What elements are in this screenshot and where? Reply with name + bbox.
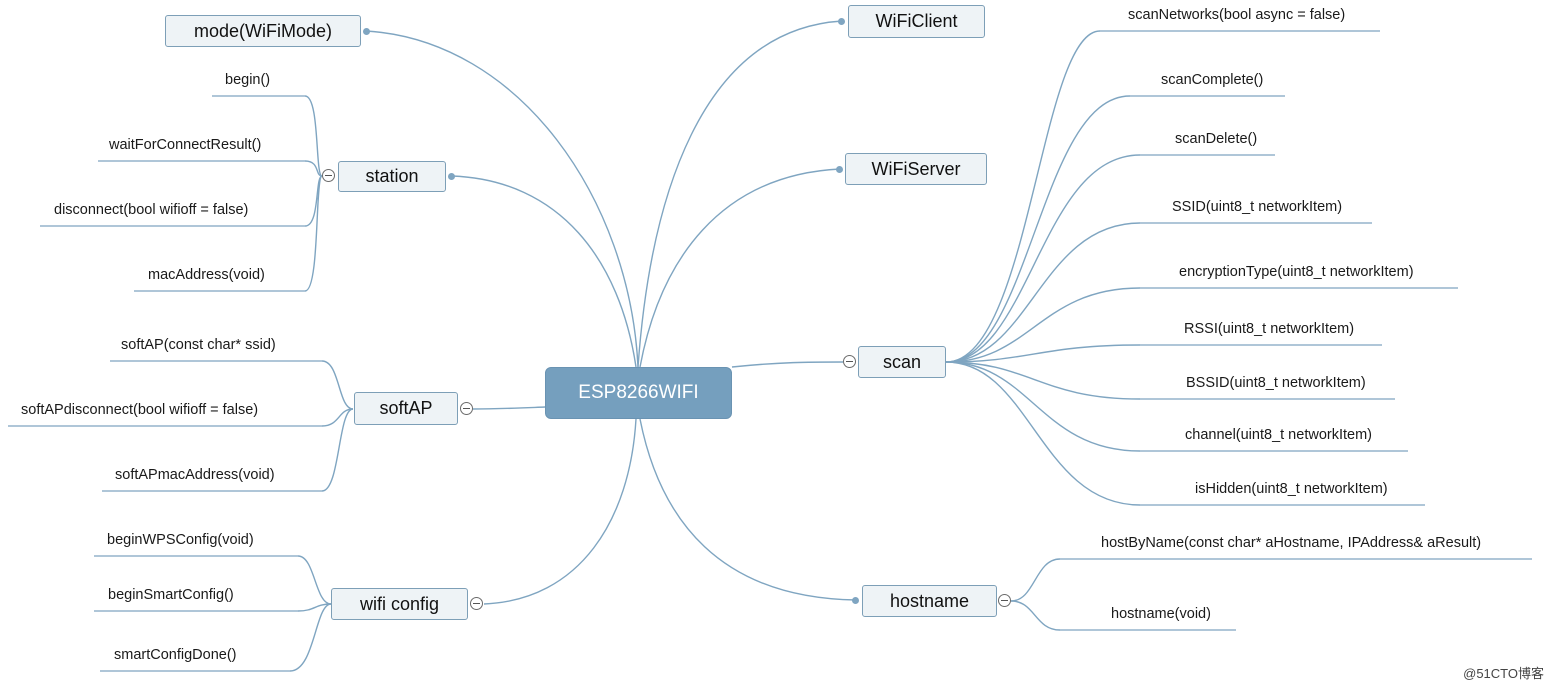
node-wificlient[interactable]: WiFiClient: [848, 5, 985, 38]
leaf-station-0[interactable]: begin(): [225, 72, 271, 88]
connector-dot: [838, 18, 845, 25]
link-scan-leaf-1: [945, 95, 1131, 363]
leaf-hostname-1[interactable]: hostname(void): [1111, 606, 1211, 622]
link-root-wifiserver: [639, 168, 841, 368]
collapse-toggle-station[interactable]: [322, 169, 335, 182]
link-scan-leaf-0: [945, 30, 1101, 363]
link-wificonfig-leaf-0: [297, 555, 332, 605]
leaf-station-1[interactable]: waitForConnectResult(): [109, 137, 262, 153]
leaf-wificonfig-2[interactable]: smartConfigDone(): [114, 647, 237, 663]
link-scan-leaf-2: [945, 154, 1141, 363]
link-root-hostname: [639, 418, 857, 601]
leaf-hostname-0[interactable]: hostByName(const char* aHostname, IPAddr…: [1101, 535, 1482, 551]
leaf-station-2[interactable]: disconnect(bool wifioff = false): [54, 202, 249, 218]
connector-dot: [852, 597, 859, 604]
node-wifiserver[interactable]: WiFiServer: [845, 153, 987, 185]
link-scan-leaf-4: [945, 287, 1141, 363]
link-scan-leaf-3: [945, 222, 1141, 363]
collapse-toggle-softap[interactable]: [460, 402, 473, 415]
link-scan-leaf-6: [945, 361, 1141, 400]
collapse-toggle-wificonfig[interactable]: [470, 597, 483, 610]
connector-dot: [836, 166, 843, 173]
leaf-scan-1[interactable]: scanComplete(): [1161, 72, 1264, 88]
link-station-leaf-3: [304, 175, 323, 292]
link-wificonfig-leaf-2: [289, 603, 332, 672]
node-wificonfig[interactable]: wifi config: [331, 588, 468, 620]
node-scan[interactable]: scan: [858, 346, 946, 378]
node-softap[interactable]: softAP: [354, 392, 458, 425]
link-softap-leaf-0: [321, 360, 354, 410]
leaf-softap-0[interactable]: softAP(const char* ssid): [121, 337, 276, 353]
node-station[interactable]: station: [338, 161, 446, 192]
leaf-scan-6[interactable]: BSSID(uint8_t networkItem): [1186, 375, 1366, 391]
leaf-station-3[interactable]: macAddress(void): [148, 267, 265, 283]
link-wificonfig-leaf-1: [297, 603, 332, 612]
collapse-toggle-hostname[interactable]: [998, 594, 1011, 607]
leaf-softap-2[interactable]: softAPmacAddress(void): [115, 467, 275, 483]
link-root-mode: [365, 30, 639, 368]
leaf-scan-0[interactable]: scanNetworks(bool async = false): [1128, 7, 1346, 23]
leaf-scan-8[interactable]: isHidden(uint8_t networkItem): [1195, 481, 1388, 497]
link-root-softap: [472, 406, 546, 410]
leaf-wificonfig-0[interactable]: beginWPSConfig(void): [107, 532, 254, 548]
link-softap-leaf-2: [321, 408, 354, 492]
connector-dot: [448, 173, 455, 180]
link-root-station: [451, 175, 637, 368]
leaf-scan-5[interactable]: RSSI(uint8_t networkItem): [1184, 321, 1355, 337]
leaf-scan-2[interactable]: scanDelete(): [1175, 131, 1258, 147]
link-root-scan: [731, 361, 844, 368]
leaf-wificonfig-1[interactable]: beginSmartConfig(): [108, 587, 234, 603]
link-root-wificlient: [637, 20, 843, 368]
leaf-scan-3[interactable]: SSID(uint8_t networkItem): [1172, 199, 1343, 215]
watermark: @51CTO博客: [1463, 666, 1544, 681]
link-station-leaf-1: [304, 160, 323, 177]
root-node[interactable]: ESP8266WIFI: [545, 367, 732, 419]
link-root-wificonfig: [483, 418, 637, 605]
leaf-scan-7[interactable]: channel(uint8_t networkItem): [1185, 427, 1372, 443]
connector-dot: [363, 28, 370, 35]
link-softap-leaf-1: [321, 408, 354, 427]
node-mode[interactable]: mode(WiFiMode): [165, 15, 361, 47]
link-scan-leaf-8: [945, 361, 1141, 506]
link-scan-leaf-5: [945, 344, 1141, 363]
link-station-leaf-0: [304, 95, 323, 177]
link-hostname-leaf-0: [1010, 558, 1061, 602]
link-scan-leaf-7: [945, 361, 1141, 452]
link-hostname-leaf-1: [1010, 600, 1061, 631]
leaf-softap-1[interactable]: softAPdisconnect(bool wifioff = false): [21, 402, 259, 418]
leaf-scan-4[interactable]: encryptionType(uint8_t networkItem): [1179, 264, 1414, 280]
node-hostname[interactable]: hostname: [862, 585, 997, 617]
collapse-toggle-scan[interactable]: [843, 355, 856, 368]
